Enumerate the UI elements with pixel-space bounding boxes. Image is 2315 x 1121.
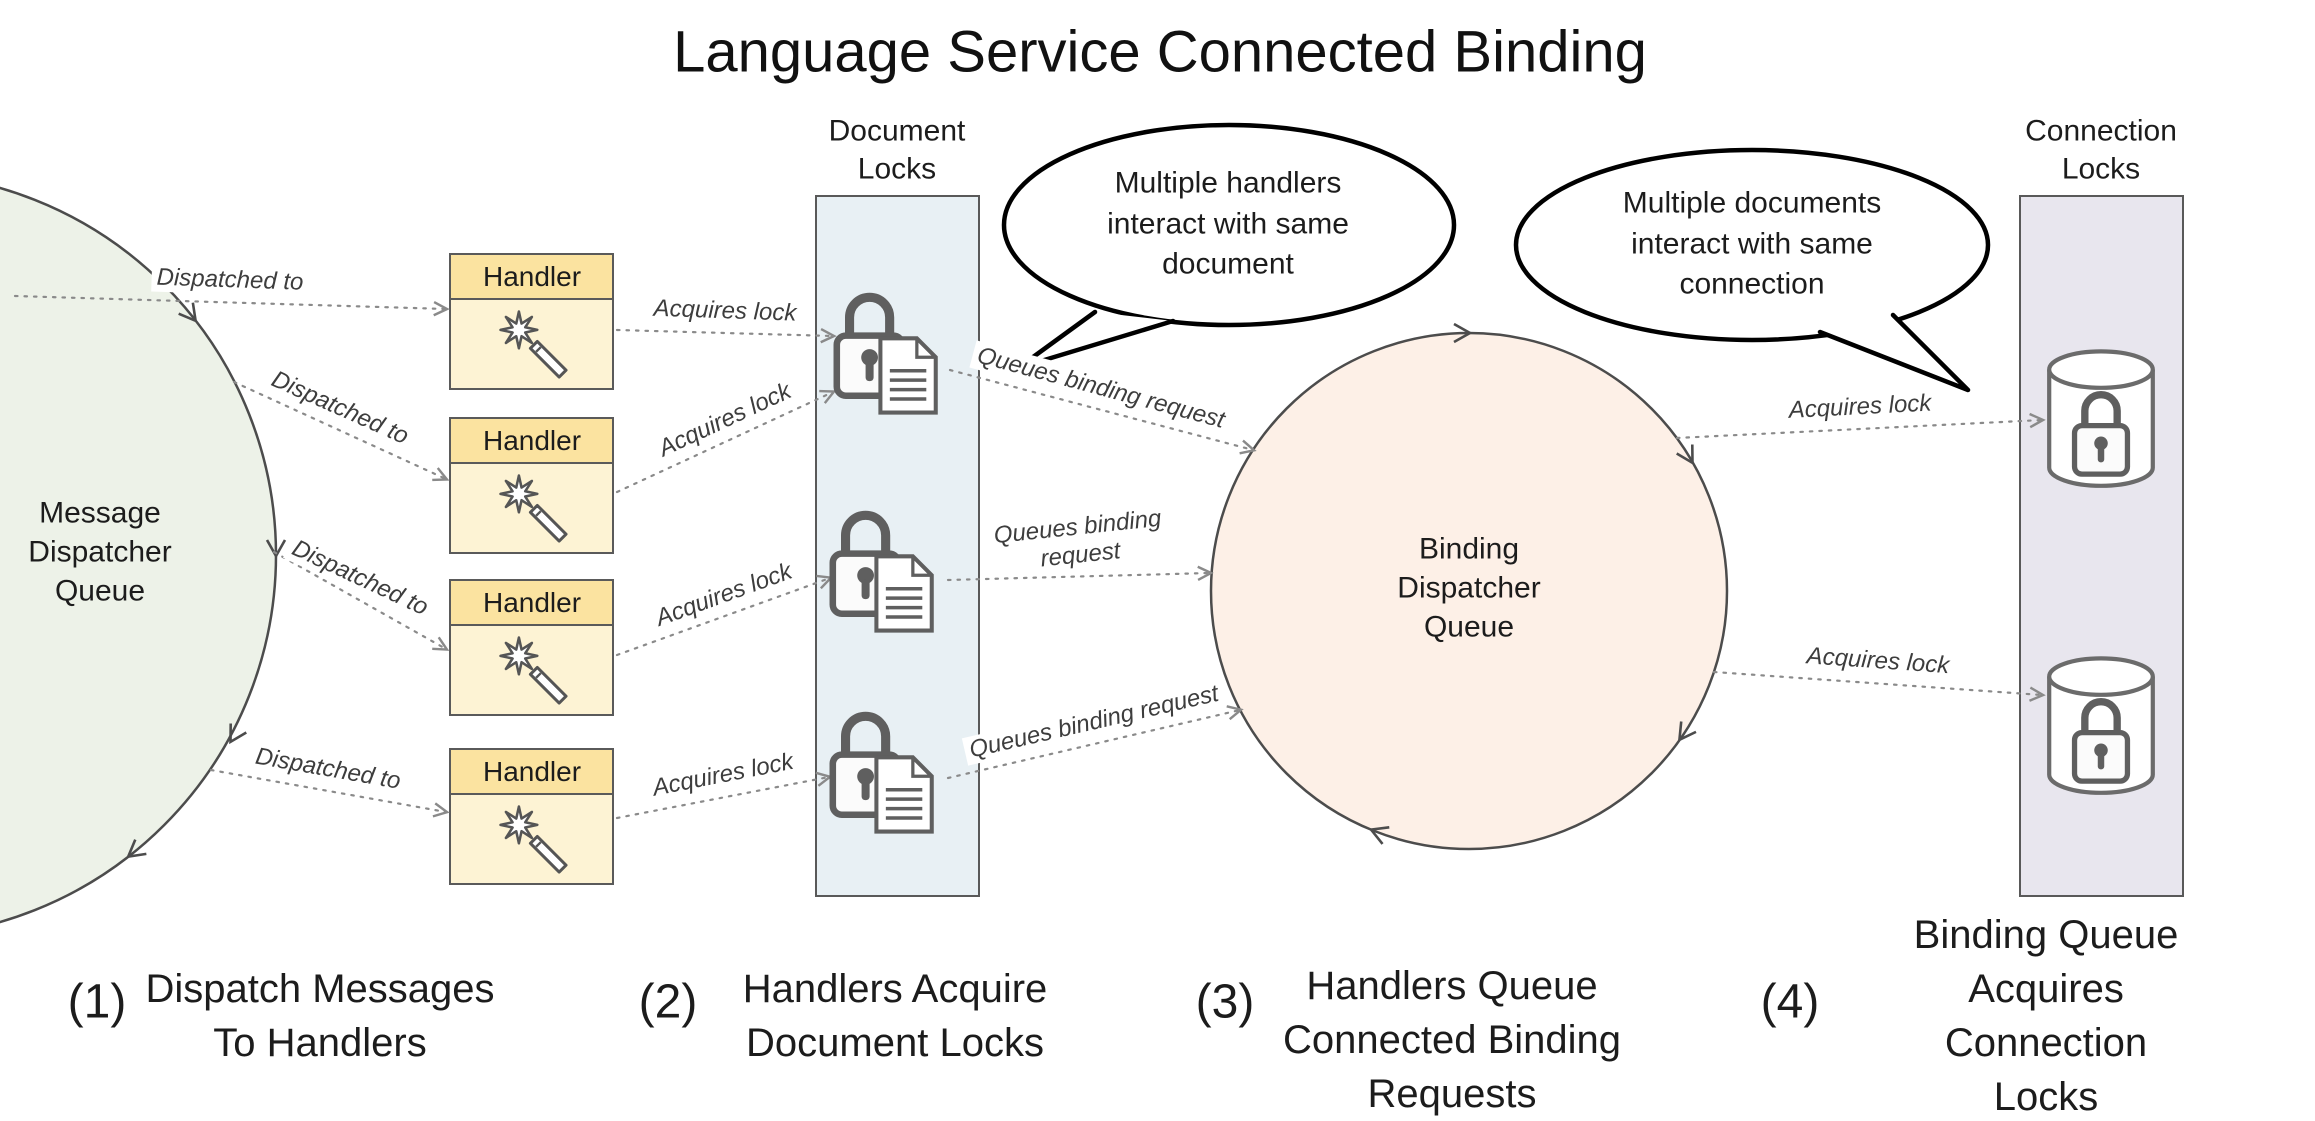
handler-box-2 bbox=[449, 417, 614, 554]
acquires-document-lock-arrow-2 bbox=[615, 389, 837, 494]
connection-locks-header: Connection Locks bbox=[2025, 114, 2177, 186]
caption-text-4: Binding Queue Acquires Connection Locks bbox=[1913, 913, 2179, 1119]
queues-binding-request-arrow-2 bbox=[946, 565, 1214, 582]
diagram-title: Language Service Connected Binding bbox=[673, 19, 1647, 85]
caption-text-3: Handlers Queue Connected Binding Request… bbox=[1282, 964, 1622, 1116]
handler-box-1 bbox=[449, 253, 614, 390]
handler-label-2: Handler bbox=[482, 425, 582, 456]
caption-number-4: (4) bbox=[1760, 975, 1820, 1029]
acquires-lock-label-1: Acquires lock bbox=[648, 294, 802, 328]
callout-text-documents-connection: Multiple documents interact with same co… bbox=[1622, 186, 1882, 301]
handler-label-1: Handler bbox=[482, 261, 582, 292]
callout-bubble-documents-connection bbox=[1513, 147, 1991, 393]
handler-label-4: Handler bbox=[482, 756, 582, 787]
handler-box-3 bbox=[449, 579, 614, 716]
dispatched-arrow-4 bbox=[209, 768, 450, 818]
handler-box-4 bbox=[449, 748, 614, 885]
caption-text-1: Dispatch Messages To Handlers bbox=[145, 967, 495, 1065]
acquires-connection-lock-arrow-2 bbox=[1712, 670, 2046, 702]
caption-number-1: (1) bbox=[67, 975, 127, 1029]
document-locks-header: Document Locks bbox=[828, 114, 966, 186]
caption-number-3: (3) bbox=[1195, 975, 1255, 1029]
acquires-document-lock-arrow-3 bbox=[615, 574, 834, 657]
database-lock-icon-1 bbox=[2049, 351, 2153, 485]
caption-number-2: (2) bbox=[638, 975, 698, 1029]
caption-text-2: Handlers Acquire Document Locks bbox=[742, 967, 1048, 1065]
dispatched-arrow-2 bbox=[232, 380, 450, 482]
acquires-document-lock-arrow-4 bbox=[615, 771, 833, 820]
callout-bubble-handlers-document bbox=[1001, 122, 1457, 371]
dispatched-to-label-1: Dispatched to bbox=[151, 263, 309, 297]
acquires-connection-lock-arrow-1 bbox=[1675, 412, 2046, 440]
message-dispatcher-queue-label: Message Dispatcher Queue bbox=[28, 496, 172, 608]
dispatched-arrow-3 bbox=[272, 550, 450, 651]
database-lock-icon-2 bbox=[2049, 658, 2153, 792]
binding-dispatcher-queue-label: Binding Dispatcher Queue bbox=[1397, 532, 1541, 644]
queues-binding-request-arrow-3 bbox=[946, 705, 1244, 780]
handler-label-3: Handler bbox=[482, 587, 582, 618]
acquires-document-lock-arrow-1 bbox=[615, 327, 837, 344]
callout-text-handlers-document: Multiple handlers interact with same doc… bbox=[1107, 166, 1349, 281]
